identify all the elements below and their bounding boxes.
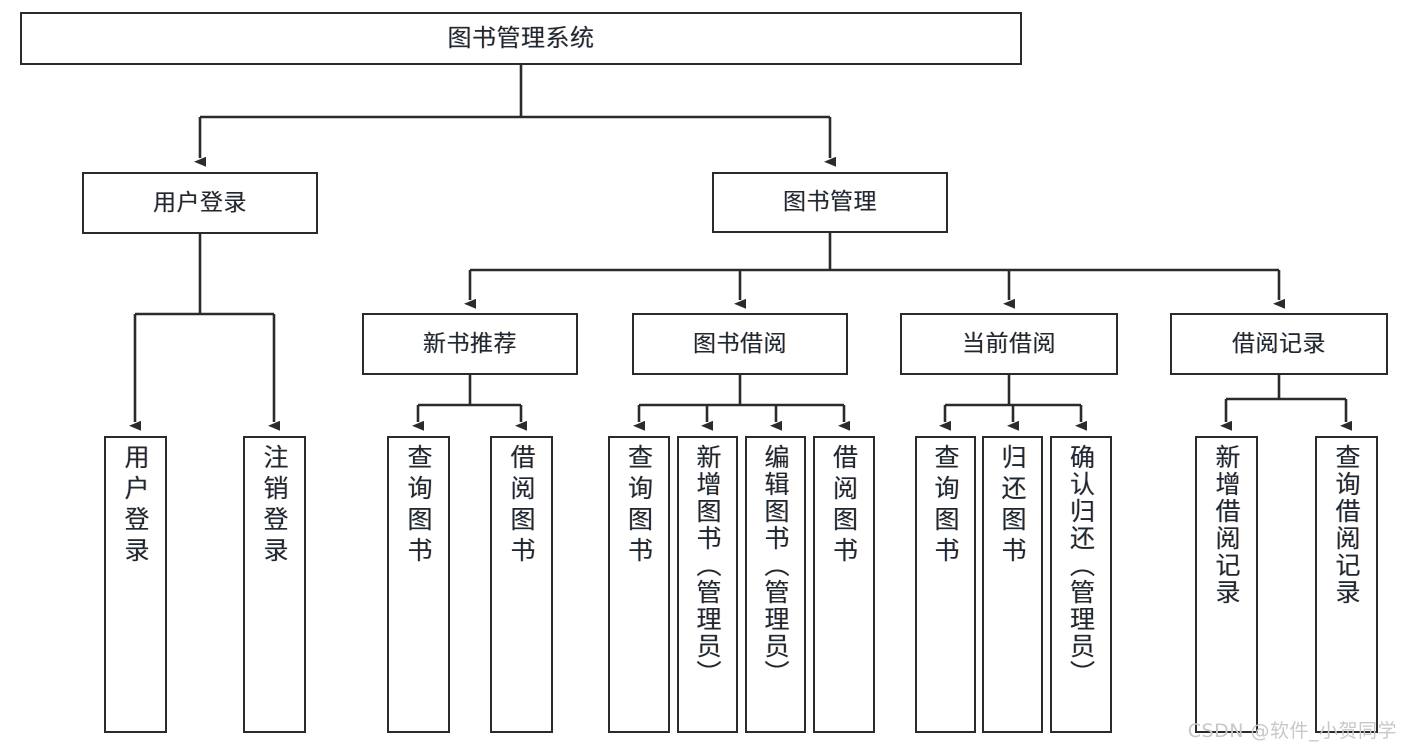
leaf-label-logout: 注销登录: [260, 444, 289, 568]
node-new-book-recommend[interactable]: 新书推荐: [362, 313, 578, 375]
leaf-label-add-record: 新增借阅记录: [1212, 444, 1241, 606]
leaf-label-borrow-book-2: 借阅图书: [829, 444, 859, 568]
leaf-return-book[interactable]: 归还图书: [982, 436, 1043, 733]
node-label-user-login: 用户登录: [153, 189, 247, 216]
leaf-confirm-return[interactable]: 确认归还（管理员）: [1050, 436, 1112, 733]
leaf-label-query-book-2: 查询图书: [624, 444, 654, 568]
watermark-text: CSDN @软件_小贺同学: [1187, 720, 1397, 742]
leaf-label-borrow-book-1: 借阅图书: [507, 444, 536, 568]
node-book-borrow[interactable]: 图书借阅: [632, 313, 848, 375]
leaf-label-confirm-return: 确认归还（管理员）: [1066, 444, 1096, 687]
leaf-add-book[interactable]: 新增图书（管理员）: [677, 436, 738, 733]
node-label-book-management: 图书管理: [783, 189, 877, 216]
leaf-logout[interactable]: 注销登录: [243, 436, 306, 733]
leaf-label-query-book-1: 查询图书: [404, 444, 433, 568]
node-label-book-borrow: 图书借阅: [693, 330, 787, 357]
node-label-current-borrow: 当前借阅: [962, 330, 1056, 357]
leaf-label-return-book: 归还图书: [998, 444, 1027, 568]
leaf-borrow-book-1[interactable]: 借阅图书: [490, 436, 553, 733]
node-label-root: 图书管理系统: [447, 23, 595, 52]
node-label-new-book-recommend: 新书推荐: [423, 330, 517, 357]
leaf-label-query-book-3: 查询图书: [931, 444, 960, 568]
leaf-user-login[interactable]: 用户登录: [104, 436, 167, 733]
node-current-borrow[interactable]: 当前借阅: [900, 313, 1118, 375]
leaf-query-book-1[interactable]: 查询图书: [387, 436, 450, 733]
leaf-edit-book[interactable]: 编辑图书（管理员）: [745, 436, 806, 733]
leaf-label-query-record: 查询借阅记录: [1332, 444, 1361, 606]
leaf-label-edit-book: 编辑图书（管理员）: [761, 444, 790, 687]
leaf-label-add-book: 新增图书（管理员）: [693, 444, 722, 687]
leaf-query-record[interactable]: 查询借阅记录: [1315, 436, 1378, 733]
leaf-query-book-3[interactable]: 查询图书: [915, 436, 976, 733]
node-book-management[interactable]: 图书管理: [712, 172, 948, 233]
node-root-book-management-system[interactable]: 图书管理系统: [20, 12, 1022, 65]
node-label-borrow-record: 借阅记录: [1232, 330, 1326, 357]
node-user-login[interactable]: 用户登录: [82, 172, 318, 234]
leaf-label-user-login: 用户登录: [121, 444, 150, 568]
node-borrow-record[interactable]: 借阅记录: [1170, 313, 1388, 375]
leaf-query-book-2[interactable]: 查询图书: [608, 436, 670, 733]
leaf-borrow-book-2[interactable]: 借阅图书: [813, 436, 875, 733]
leaf-add-record[interactable]: 新增借阅记录: [1195, 436, 1258, 733]
